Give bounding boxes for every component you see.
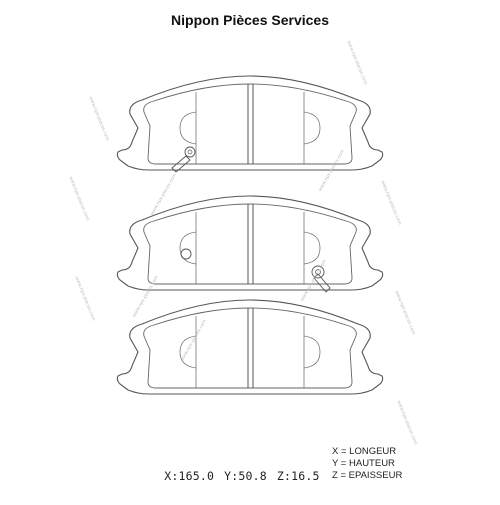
brand-title: Nippon Pièces Services bbox=[171, 12, 329, 28]
wear-indicator-1 bbox=[171, 146, 196, 173]
brake-pad-1 bbox=[116, 75, 384, 173]
dimension-x: X:165.0 bbox=[164, 469, 215, 483]
legend-y: Y = HAUTEUR bbox=[332, 458, 395, 469]
dimension-z: Z:16.5 bbox=[276, 469, 320, 483]
legend-z: Z = EPAISSEUR bbox=[332, 470, 403, 481]
wear-indicator-2 bbox=[180, 248, 331, 293]
dimension-legend: X = LONGEUR Y = HAUTEUR Z = EPAISSEUR bbox=[332, 446, 402, 482]
brake-pad-3 bbox=[116, 299, 384, 395]
legend-x: X = LONGEUR bbox=[332, 446, 397, 457]
dimension-y: Y:50.8 bbox=[224, 469, 267, 483]
dimensions-readout: X:165.0 Y:50.8 Z:16.5 bbox=[150, 455, 330, 483]
brake-pad-2 bbox=[116, 195, 384, 293]
